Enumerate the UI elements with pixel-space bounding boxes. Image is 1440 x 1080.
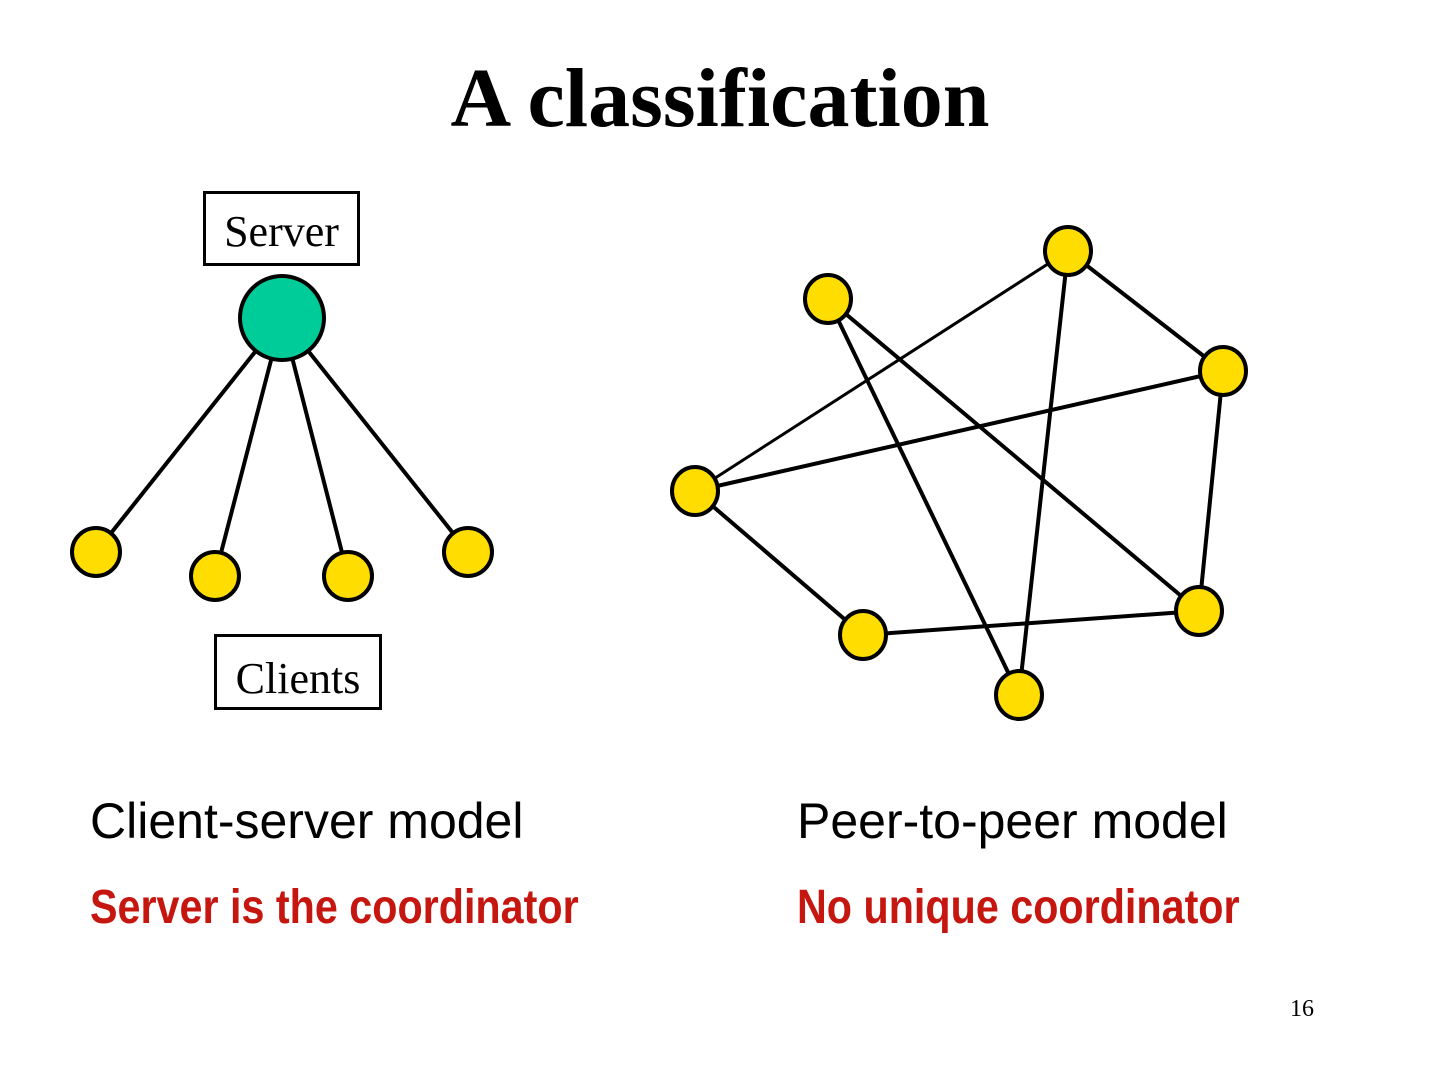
peer-link: [693, 489, 865, 637]
clients-label: Clients: [235, 654, 361, 703]
client-server-edges: [94, 316, 470, 577]
client-server-nodes: [70, 274, 494, 602]
peer-link: [694, 249, 1069, 493]
peer-to-peer-edges: [693, 249, 1225, 696]
client-server-link: [213, 317, 284, 577]
peer-node: [994, 669, 1044, 721]
peer-node: [1043, 225, 1093, 277]
peer-link: [1066, 249, 1225, 373]
peer-node: [1174, 585, 1224, 637]
server-label: Server: [224, 207, 339, 256]
client-node: [189, 550, 241, 602]
peer-node: [1198, 345, 1248, 397]
clients-label-box: Clients: [214, 634, 382, 710]
client-server-link: [280, 317, 350, 577]
peer-link: [1197, 370, 1225, 612]
server-node: [238, 274, 326, 362]
peer-link: [862, 609, 1200, 637]
peer-link: [826, 298, 1021, 696]
page-number: 16: [1290, 996, 1314, 1022]
client-node: [442, 526, 494, 578]
client-server-link: [280, 316, 470, 554]
peer-to-peer-subcaption: No unique coordinator: [797, 881, 1240, 934]
peer-node: [838, 609, 888, 661]
client-node: [322, 550, 374, 602]
peer-link: [694, 369, 1224, 493]
server-label-box: Server: [203, 191, 360, 266]
slide-title: A classification: [450, 52, 990, 145]
client-node: [70, 526, 122, 578]
peer-to-peer-nodes: [670, 225, 1248, 721]
peer-link: [826, 297, 1201, 613]
client-server-caption: Client-server model: [90, 793, 524, 849]
client-server-subcaption: Server is the coordinator: [90, 881, 579, 934]
peer-node: [670, 465, 720, 517]
client-server-link: [94, 316, 284, 554]
peer-link: [1017, 250, 1070, 696]
peer-node: [803, 273, 853, 325]
peer-to-peer-caption: Peer-to-peer model: [797, 793, 1228, 849]
